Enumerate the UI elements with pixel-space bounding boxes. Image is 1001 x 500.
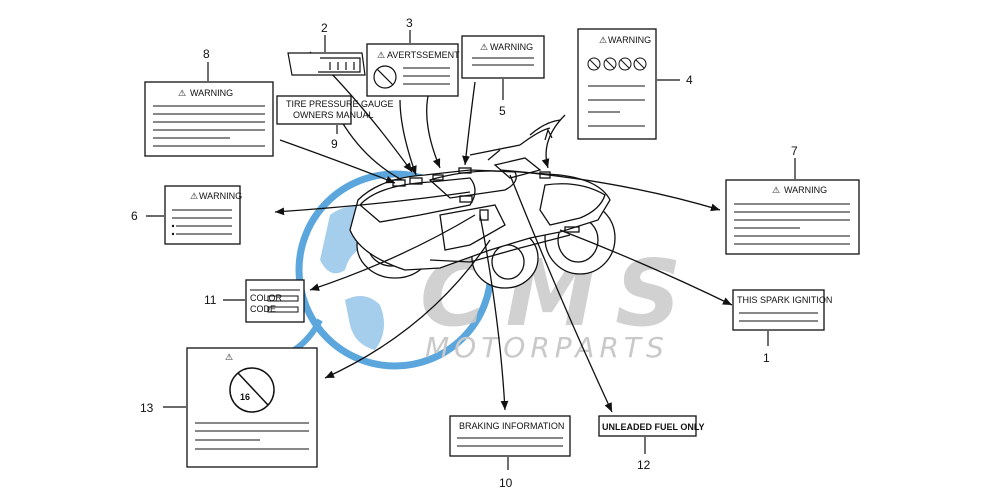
label-11-row1: COLOR (250, 293, 283, 303)
label-13: ⚠ 16 (163, 347, 318, 468)
callout-4: 4 (686, 73, 693, 87)
label-9-line1: TIRE PRESSURE GAUGE (286, 99, 394, 109)
svg-text:⚠: ⚠ (178, 88, 186, 98)
label-9: TIRE PRESSURE GAUGE OWNERS MANUAL (276, 95, 394, 134)
leader-lines (274, 51, 733, 413)
label-12: UNLEADED FUEL ONLY (598, 415, 705, 454)
callout-1: 1 (763, 351, 770, 365)
callout-6: 6 (131, 209, 138, 223)
svg-text:⚠: ⚠ (480, 42, 488, 52)
label-2 (287, 35, 366, 76)
callout-12: 12 (637, 458, 651, 472)
label-1: THIS SPARK IGNITION (732, 289, 832, 346)
label-11-row2: CODE (250, 304, 276, 314)
label-7: ⚠ WARNING (725, 158, 860, 255)
svg-text:⚠: ⚠ (377, 50, 385, 60)
label-5-title: WARNING (490, 42, 533, 52)
svg-text:⚠: ⚠ (772, 185, 780, 195)
label-5: ⚠ WARNING (461, 35, 545, 100)
label-4: ⚠ WARNING (577, 28, 680, 140)
label-3: AVERTSSEMENT ⚠ (366, 30, 460, 97)
label-7-title: WARNING (784, 185, 827, 195)
label-10: BRAKING INFORMATION (449, 415, 571, 470)
label-4-title: WARNING (608, 35, 651, 45)
callout-2: 2 (321, 21, 328, 35)
label-8-title: WARNING (190, 88, 233, 98)
label-9-line2: OWNERS MANUAL (293, 110, 374, 120)
callout-13: 13 (140, 401, 154, 415)
callout-9: 9 (331, 137, 338, 151)
no-rider-icon (373, 65, 397, 89)
age-restriction-icon (229, 367, 275, 413)
watermark-sub: MOTORPARTS (425, 331, 669, 364)
callout-5: 5 (499, 104, 506, 118)
svg-text:⚠: ⚠ (225, 352, 233, 362)
label-13-age: 16 (240, 392, 250, 402)
callout-8: 8 (203, 47, 210, 61)
svg-text:⚠: ⚠ (599, 35, 607, 45)
callout-7: 7 (791, 144, 798, 158)
callout-3: 3 (406, 16, 413, 30)
label-10-text: BRAKING INFORMATION (459, 421, 564, 431)
callout-11: 11 (204, 293, 217, 307)
label-3-title: AVERTSSEMENT (387, 50, 460, 60)
callout-numbers: 1 2 3 4 5 6 7 8 9 10 11 12 13 (131, 16, 798, 490)
label-8: ⚠ WARNING (144, 62, 274, 157)
label-12-text: UNLEADED FUEL ONLY (602, 422, 705, 432)
atv-drawing (349, 119, 616, 289)
label-6: ⚠ WARNING (146, 185, 242, 245)
label-1-text: THIS SPARK IGNITION (737, 295, 832, 305)
callout-10: 10 (499, 476, 513, 490)
svg-text:⚠: ⚠ (190, 191, 198, 201)
label-6-title: WARNING (199, 191, 242, 201)
label-11: COLOR CODE (223, 279, 305, 323)
